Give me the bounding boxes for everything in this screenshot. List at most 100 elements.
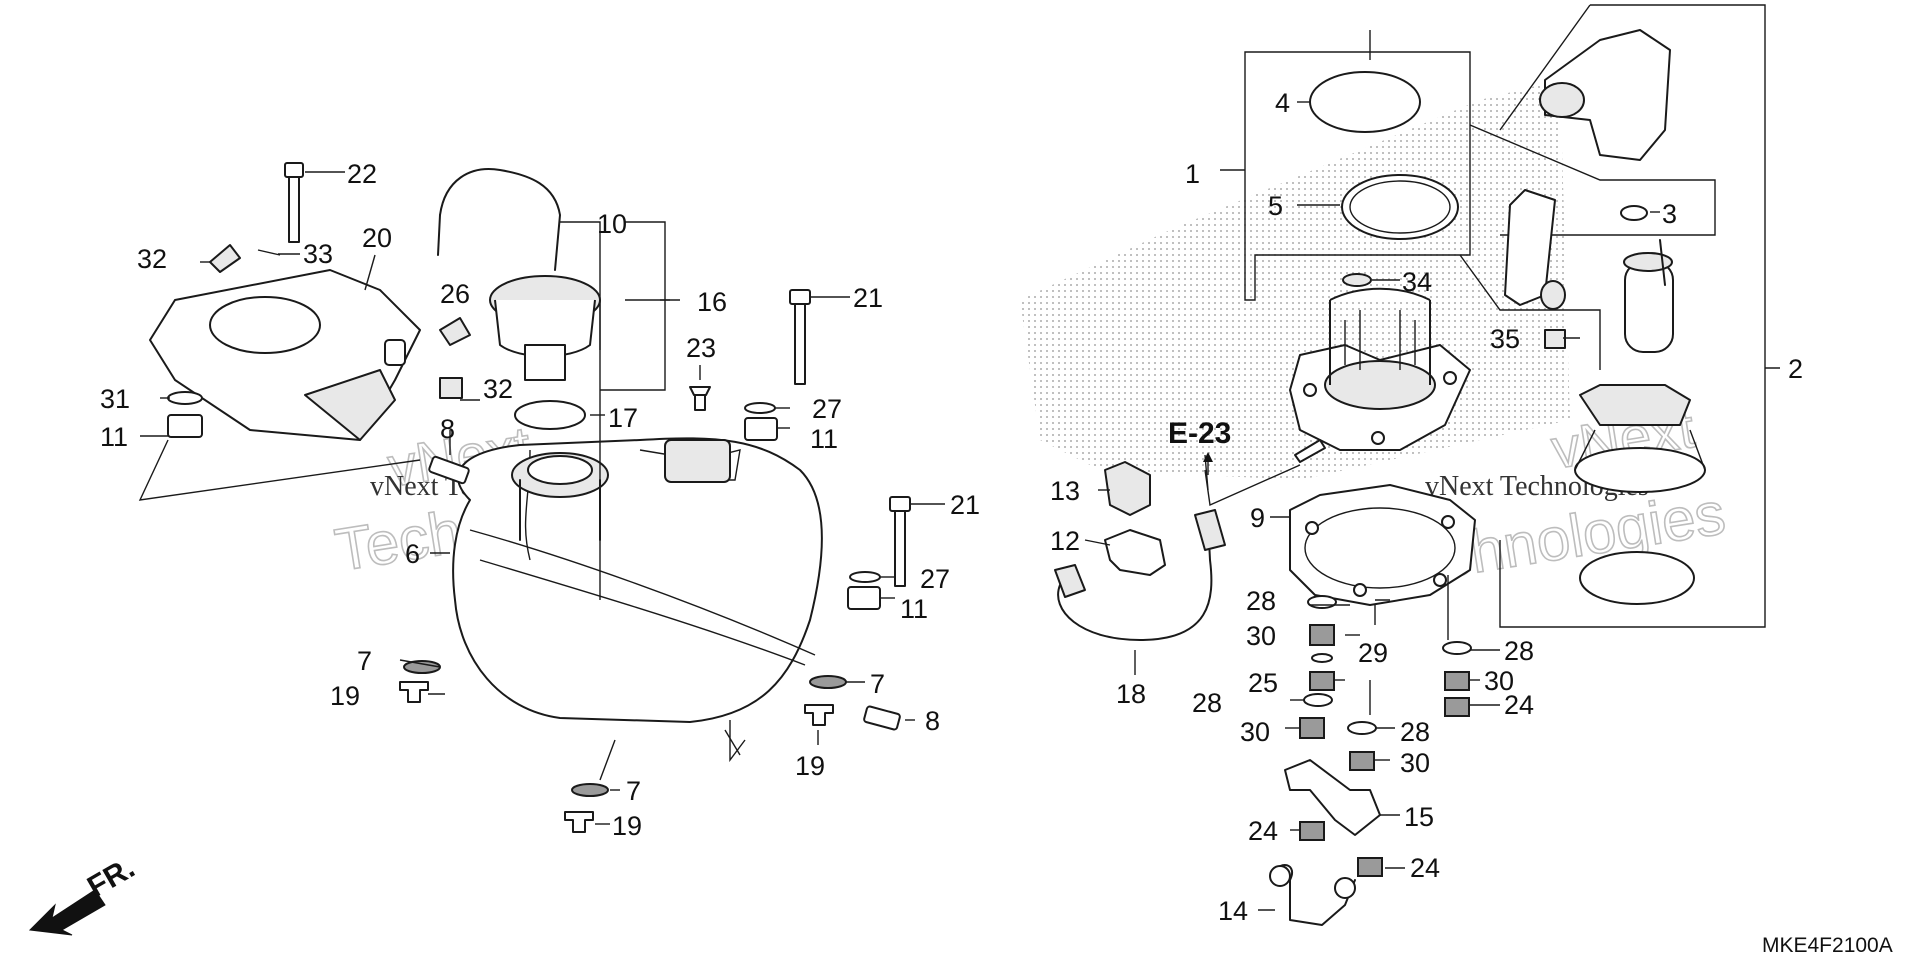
clip-26 bbox=[439, 317, 471, 346]
fuel-cap-stem bbox=[524, 344, 566, 381]
hose-connector-right bbox=[1194, 509, 1226, 551]
callout-11-top: 11 bbox=[810, 424, 838, 454]
washer-7-bottom bbox=[571, 783, 609, 797]
grommet-11-mid bbox=[847, 586, 881, 610]
washer-7-right bbox=[809, 675, 847, 689]
pump-filter-sides bbox=[1574, 429, 1706, 471]
callout-25: 25 bbox=[1248, 668, 1278, 698]
pin-8-right bbox=[863, 705, 901, 731]
group-bracket-1 bbox=[1220, 51, 1471, 301]
nut-24-a bbox=[1299, 821, 1325, 841]
breather-tube bbox=[439, 168, 561, 271]
gasket-hole-1 bbox=[1305, 521, 1319, 535]
callout-24-a: 24 bbox=[1248, 816, 1278, 846]
callout-28-b: 28 bbox=[1192, 688, 1222, 718]
collar-19-right bbox=[804, 704, 834, 726]
part-35 bbox=[1544, 329, 1566, 349]
washer-7-left bbox=[403, 660, 441, 674]
washer-28-c bbox=[1347, 721, 1377, 735]
flange-hole-3 bbox=[1371, 431, 1385, 445]
callout-28-a: 28 bbox=[1246, 586, 1276, 616]
o-ring-4 bbox=[1309, 71, 1421, 133]
hose-clip-12 bbox=[1104, 529, 1166, 576]
callout-2: 2 bbox=[1788, 354, 1803, 384]
hose-cover-13 bbox=[1104, 461, 1151, 516]
callout-30-b: 30 bbox=[1240, 717, 1270, 747]
callout-19-right: 19 bbox=[795, 751, 825, 781]
grommet-31 bbox=[167, 391, 203, 405]
collar-19-left bbox=[399, 681, 429, 703]
nut-30-b bbox=[1299, 717, 1325, 739]
callout-13: 13 bbox=[1050, 476, 1080, 506]
washer-28-d bbox=[1442, 641, 1472, 655]
pump-outlet-nipple bbox=[1294, 439, 1326, 463]
washer-28-b bbox=[1303, 693, 1333, 707]
gasket-hole-2 bbox=[1441, 515, 1455, 529]
wire-terminal-b bbox=[1334, 877, 1356, 899]
washer-33 bbox=[257, 249, 281, 256]
callout-23: 23 bbox=[686, 333, 716, 363]
callout-34: 34 bbox=[1402, 267, 1432, 297]
tank-filler-opening bbox=[527, 455, 593, 485]
pump-holder bbox=[1579, 384, 1691, 426]
screw-23-shank bbox=[694, 394, 706, 411]
bolt-22 bbox=[284, 162, 304, 243]
group-bracket-35 bbox=[1459, 254, 1601, 370]
washer-34 bbox=[1342, 273, 1372, 287]
wire-terminal-a bbox=[1269, 865, 1291, 887]
fuel-pump-motor bbox=[1624, 261, 1674, 353]
nut-30-d bbox=[1444, 671, 1470, 691]
flange-hole-2 bbox=[1443, 371, 1457, 385]
tank-seam-line bbox=[469, 529, 816, 656]
callout-18: 18 bbox=[1116, 679, 1146, 709]
washer-28-a bbox=[1307, 595, 1337, 609]
callout-8-right: 8 bbox=[925, 706, 940, 736]
gasket-hole-3 bbox=[1353, 583, 1367, 597]
callout-17: 17 bbox=[608, 403, 638, 433]
callout-31: 31 bbox=[100, 384, 130, 414]
callout-26: 26 bbox=[440, 279, 470, 309]
nut-30-c bbox=[1349, 751, 1375, 771]
callout-24-b: 24 bbox=[1410, 853, 1440, 883]
o-ring-3 bbox=[1620, 205, 1648, 221]
hose-connector-left bbox=[1054, 564, 1086, 598]
bolt-21-mid bbox=[889, 496, 911, 587]
callout-5: 5 bbox=[1268, 191, 1283, 221]
callout-29: 29 bbox=[1358, 638, 1388, 668]
retaining-ring-5-inner bbox=[1349, 180, 1451, 234]
sender-float bbox=[1540, 280, 1566, 310]
bracket-15 bbox=[1284, 759, 1381, 836]
callout-21-top: 21 bbox=[853, 283, 883, 313]
callout-30-c: 30 bbox=[1400, 748, 1430, 778]
pump-gasket-inner bbox=[1304, 507, 1456, 589]
callout-19-left: 19 bbox=[330, 681, 360, 711]
callout-30-a: 30 bbox=[1246, 621, 1276, 651]
callout-11-mid: 11 bbox=[900, 594, 928, 624]
flange-hole-1 bbox=[1303, 383, 1317, 397]
nut-24-c bbox=[1444, 697, 1470, 717]
front-arrow-icon bbox=[28, 889, 106, 936]
washer-27-top bbox=[744, 402, 776, 414]
callout-20: 20 bbox=[362, 223, 392, 253]
diagram-reference-code: MKE4F2100A bbox=[1762, 934, 1893, 957]
callout-7-right: 7 bbox=[870, 669, 885, 699]
callout-27-mid: 27 bbox=[920, 564, 950, 594]
callout-6: 6 bbox=[405, 539, 420, 569]
pump-motor-top bbox=[1623, 252, 1673, 272]
cover-clip bbox=[384, 339, 406, 366]
section-ref-arrowhead bbox=[1203, 452, 1213, 462]
grommet-11-left bbox=[167, 414, 203, 438]
callout-7-left: 7 bbox=[357, 646, 372, 676]
fuel-hose-18 bbox=[1057, 519, 1213, 641]
breather-tube-end bbox=[437, 214, 441, 256]
callout-15: 15 bbox=[1404, 802, 1434, 832]
callout-28-d: 28 bbox=[1504, 636, 1534, 666]
pump-filter-cup bbox=[1574, 447, 1706, 493]
gasket-hole-4 bbox=[1433, 573, 1447, 587]
callout-7-bottom: 7 bbox=[626, 776, 641, 806]
callout-16: 16 bbox=[697, 287, 727, 317]
callout-35: 35 bbox=[1490, 324, 1520, 354]
pump-connector bbox=[1539, 82, 1585, 118]
callout-22: 22 bbox=[347, 159, 377, 189]
